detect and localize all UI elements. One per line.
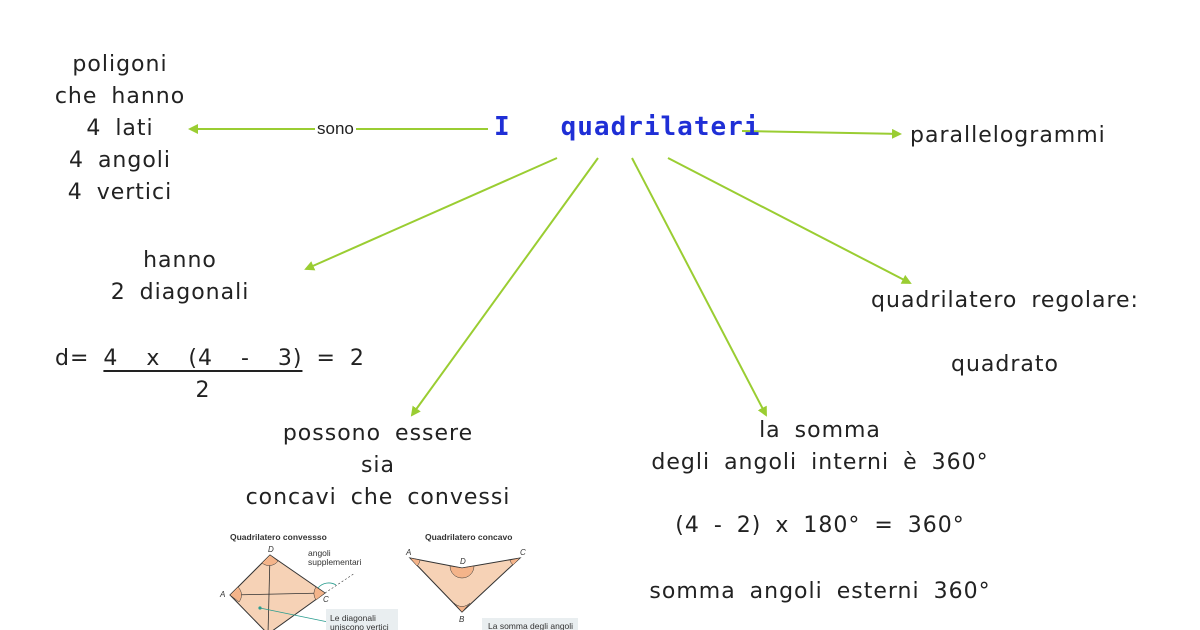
angle-arc	[261, 554, 279, 566]
regular-block: quadrilatero regolare: quadrato	[850, 285, 1160, 381]
formula-result: = 2	[316, 346, 365, 371]
angle-arc	[229, 586, 242, 603]
angles-block: la somma degli angoli interni è 360° (4 …	[620, 415, 1020, 608]
definition-line: 4 angoli	[68, 148, 172, 173]
note-box	[326, 609, 398, 630]
note-box	[482, 618, 578, 630]
arrow-to-regular	[667, 157, 912, 284]
convex-title: Quadrilatero convessso	[230, 532, 327, 542]
supplementary-note: supplementari	[308, 557, 362, 567]
regular-name: quadrato	[951, 352, 1059, 377]
parallelogram-label: parallelogrammi	[910, 123, 1106, 148]
formula-numerator: 4 x (4 - 3)	[103, 346, 303, 371]
formula-prefix: d=	[55, 346, 90, 371]
angle-arc	[453, 602, 471, 613]
convex-diagonal	[267, 554, 271, 630]
vertex-label: C	[323, 595, 329, 604]
definition-line: poligoni	[72, 52, 168, 77]
definition-line: che hanno	[54, 84, 186, 109]
concave-title: Quadrilatero concavo	[425, 532, 512, 542]
vertex-label: B	[459, 615, 465, 624]
pointer-line	[259, 607, 329, 623]
vertex-label: D	[460, 557, 466, 566]
angles-line: la somma	[759, 418, 881, 443]
arrow-to-diagonals	[304, 157, 558, 271]
shapes-line: possono essere	[282, 421, 474, 446]
diagonals-note: Le diagonali	[330, 613, 376, 623]
reflex-angle-arc	[449, 565, 475, 579]
vertex-label: A	[405, 548, 411, 557]
vertex-label: A	[219, 590, 225, 599]
arrow-to-parallelogram	[741, 128, 902, 139]
angles-formula: (4 - 2) x 180° = 360°	[675, 513, 965, 538]
angle-arc	[313, 586, 326, 601]
diagonals-block: hanno 2 diagonali	[80, 245, 280, 309]
diagonals-note: uniscono vertici	[330, 622, 389, 630]
diagonals-line: hanno	[143, 248, 217, 273]
regular-label: quadrilatero regolare:	[871, 288, 1139, 313]
formula-denominator: 2	[195, 378, 211, 403]
supplementary-arc	[317, 582, 337, 589]
angle-arc	[509, 557, 521, 566]
definition-line: 4 vertici	[67, 180, 173, 205]
map-title: I quadrilateri	[494, 112, 761, 142]
shapes-line: sia	[360, 453, 396, 478]
concave-shape	[408, 557, 522, 613]
convex-diagonal	[229, 592, 326, 596]
arrow-to-shapes	[410, 157, 599, 417]
pointer-dot	[258, 606, 262, 610]
definition-block: poligoni che hanno 4 lati 4 angoli 4 ver…	[20, 49, 220, 209]
formula-fraction: 4 x (4 - 3) 2	[103, 343, 302, 407]
vertex-label: C	[520, 548, 526, 557]
arrow-to-angles	[631, 157, 767, 417]
angle-arc	[409, 557, 421, 567]
connector-label: sono	[315, 119, 356, 139]
convex-quadrilateral-figure: Quadrilatero convessso A D C angoli supp…	[219, 532, 398, 630]
diagonals-line: 2 diagonali	[110, 280, 250, 305]
concave-note: La somma degli angoli	[488, 621, 573, 630]
vertex-label: D	[268, 545, 274, 554]
shapes-block: possono essere sia concavi che convessi	[218, 418, 538, 514]
supplementary-note: angoli	[308, 548, 331, 558]
angles-external: somma angoli esterni 360°	[649, 579, 991, 604]
shapes-line: concavi che convessi	[245, 485, 511, 510]
definition-line: 4 lati	[86, 116, 154, 141]
angles-line: degli angoli interni è 360°	[651, 450, 989, 475]
diagonals-formula: d= 4 x (4 - 3) 2 = 2	[55, 343, 365, 407]
concave-quadrilateral-figure: Quadrilatero concavo A D C B La somma de…	[405, 532, 578, 630]
